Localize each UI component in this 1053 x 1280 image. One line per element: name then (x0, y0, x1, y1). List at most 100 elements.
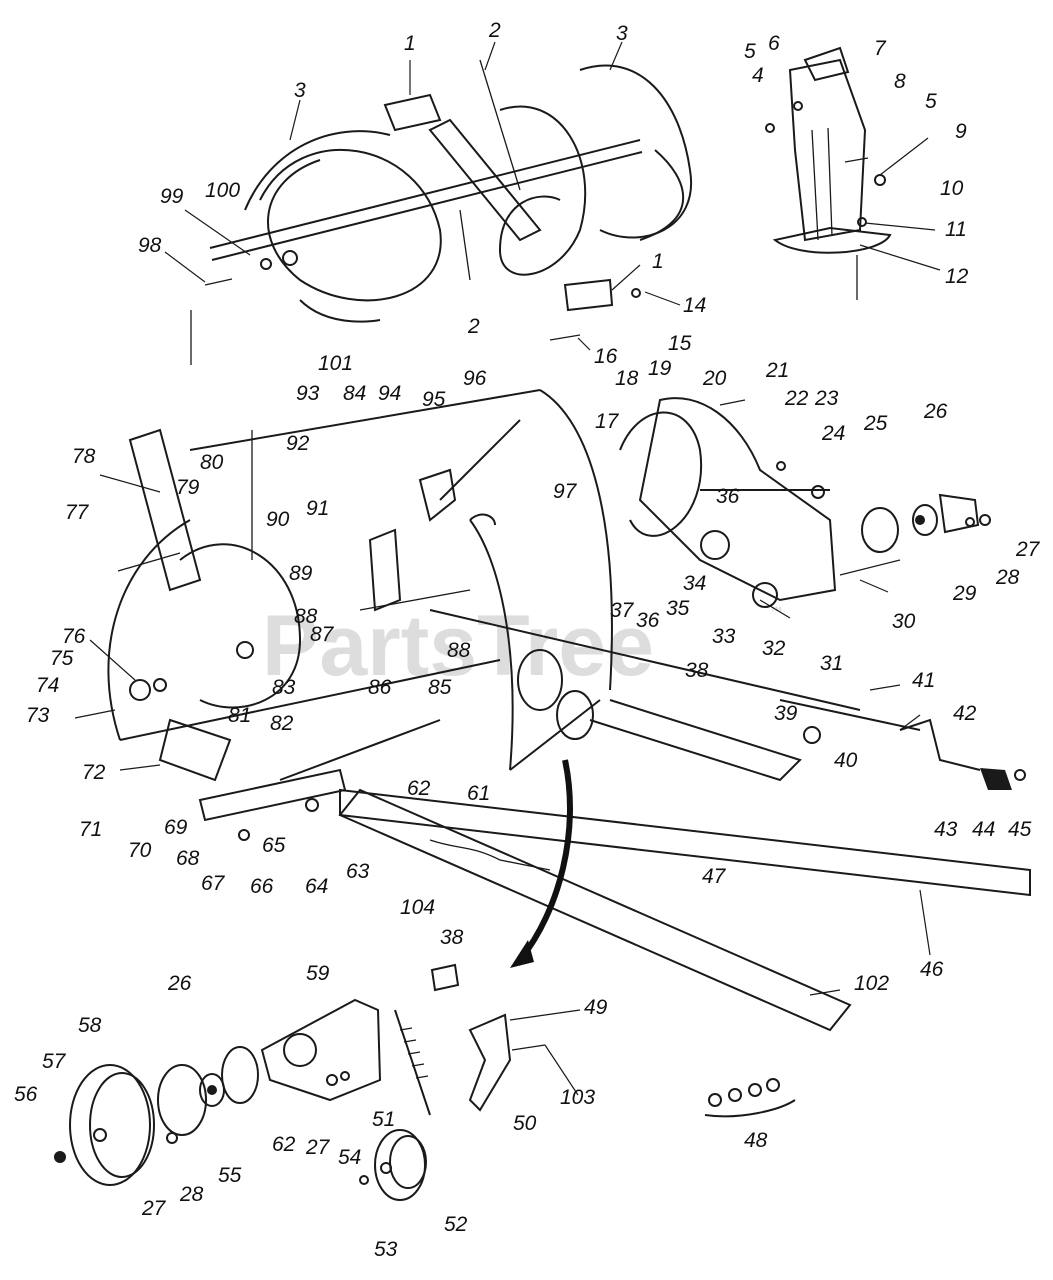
hardware-pin-c (748, 1083, 762, 1097)
callout-25: 25 (863, 412, 888, 435)
washer-76 (153, 678, 167, 692)
leader-72 (119, 764, 161, 771)
callout-89: 89 (289, 562, 313, 585)
callout-53: 53 (374, 1238, 398, 1261)
callout-31: 31 (820, 652, 843, 675)
callout-77: 77 (65, 501, 90, 524)
chute-base-ring (772, 226, 892, 254)
frame-brace-47 (589, 699, 802, 782)
callout-55: 55 (218, 1164, 242, 1187)
callout-11: 11 (945, 218, 967, 241)
frame-rail-102 (338, 788, 852, 1032)
callout-50: 50 (513, 1112, 537, 1135)
washer-27b (326, 1074, 338, 1086)
leader-2a (484, 41, 496, 71)
callout-94: 94 (378, 382, 401, 405)
leader-32 (759, 599, 791, 619)
leader-98 (164, 251, 206, 283)
callout-104: 104 (400, 896, 435, 919)
leader-3b (609, 41, 623, 71)
callout-61: 61 (467, 782, 490, 805)
callout-12: 12 (945, 265, 969, 288)
carriage-bolt-64 (305, 798, 319, 812)
callout-82: 82 (270, 712, 294, 735)
callout-28: 28 (179, 1183, 204, 1206)
auger-shear-pin-bottom (459, 209, 471, 281)
callout-76: 76 (62, 625, 86, 648)
callout-91: 91 (306, 497, 329, 520)
idler-bracket-50 (468, 1013, 512, 1112)
chute-bolt-8 (844, 157, 869, 163)
sprocket-hub-33 (700, 530, 730, 560)
callout-57: 57 (42, 1050, 67, 1073)
callout-52: 52 (444, 1213, 468, 1236)
callout-35: 35 (666, 597, 690, 620)
callout-88: 88 (447, 639, 471, 662)
callout-92: 92 (286, 432, 310, 455)
callout-83: 83 (272, 676, 296, 699)
bearing-75 (129, 679, 151, 701)
leader-12 (859, 244, 941, 271)
auger-washer-left (260, 258, 272, 270)
callout-86: 86 (368, 676, 392, 699)
crank-42 (899, 718, 981, 771)
callout-16: 16 (594, 345, 618, 368)
callout-47: 47 (702, 865, 727, 888)
leader-16 (577, 337, 591, 351)
callout-46: 46 (920, 958, 944, 981)
callout-21: 21 (765, 359, 789, 382)
callout-99: 99 (160, 185, 184, 208)
callout-41: 41 (912, 669, 935, 692)
nut-28 (965, 517, 975, 527)
callout-72: 72 (82, 761, 106, 784)
auger-bearing-plate-top (383, 93, 442, 132)
callout-59: 59 (306, 962, 330, 985)
auger-shaft-lower-edge (211, 151, 643, 261)
chute-nut-11 (857, 217, 867, 227)
chute-deflector-tip (803, 46, 850, 82)
housing-top-edge (189, 389, 541, 451)
auger-center-housing (428, 118, 542, 242)
leader-14 (644, 291, 681, 306)
bolt-103 (511, 1044, 546, 1051)
callout-38: 38 (440, 926, 464, 949)
callout-48: 48 (744, 1129, 768, 1152)
callout-7: 7 (874, 37, 887, 60)
auger-shear-pin-top (479, 59, 521, 191)
callout-71: 71 (79, 818, 102, 841)
pulley-shaft-assembly (429, 609, 861, 740)
hardware-pack-bracket (704, 1099, 796, 1118)
leader-42 (899, 714, 921, 731)
auger-spiral-right-outer (579, 64, 693, 239)
callout-26: 26 (923, 400, 948, 423)
callout-36: 36 (636, 609, 660, 632)
housing-bottom-edge (119, 659, 501, 741)
callout-1: 1 (652, 250, 664, 273)
callout-102: 102 (854, 972, 889, 995)
detail-arrow-head (510, 940, 534, 968)
hardware-pin-d (766, 1078, 780, 1092)
auger-bolt-16 (549, 334, 581, 341)
auger-spiral-left-blade (299, 299, 381, 323)
auger-nut-15 (631, 288, 641, 298)
impeller-pulley-ring (556, 690, 594, 740)
frame-rails (338, 699, 1031, 1032)
skid-plate-69 (158, 718, 232, 782)
cap-45 (1014, 769, 1026, 781)
bolt-77 (117, 552, 181, 572)
callout-75: 75 (50, 647, 74, 670)
callout-54: 54 (338, 1146, 361, 1169)
nut-53 (359, 1175, 369, 1185)
callout-2: 2 (488, 19, 501, 42)
washer-22 (776, 461, 786, 471)
bearing-55-core (207, 1085, 217, 1095)
callout-95: 95 (422, 388, 446, 411)
crank-rod-39 (779, 699, 921, 731)
callout-98: 98 (138, 234, 162, 257)
callout-leaders (89, 41, 941, 1096)
leader-78 (99, 474, 161, 493)
callout-32: 32 (762, 637, 786, 660)
callout-10: 10 (940, 177, 964, 200)
callout-49: 49 (584, 996, 608, 1019)
washer-27 (979, 514, 991, 526)
